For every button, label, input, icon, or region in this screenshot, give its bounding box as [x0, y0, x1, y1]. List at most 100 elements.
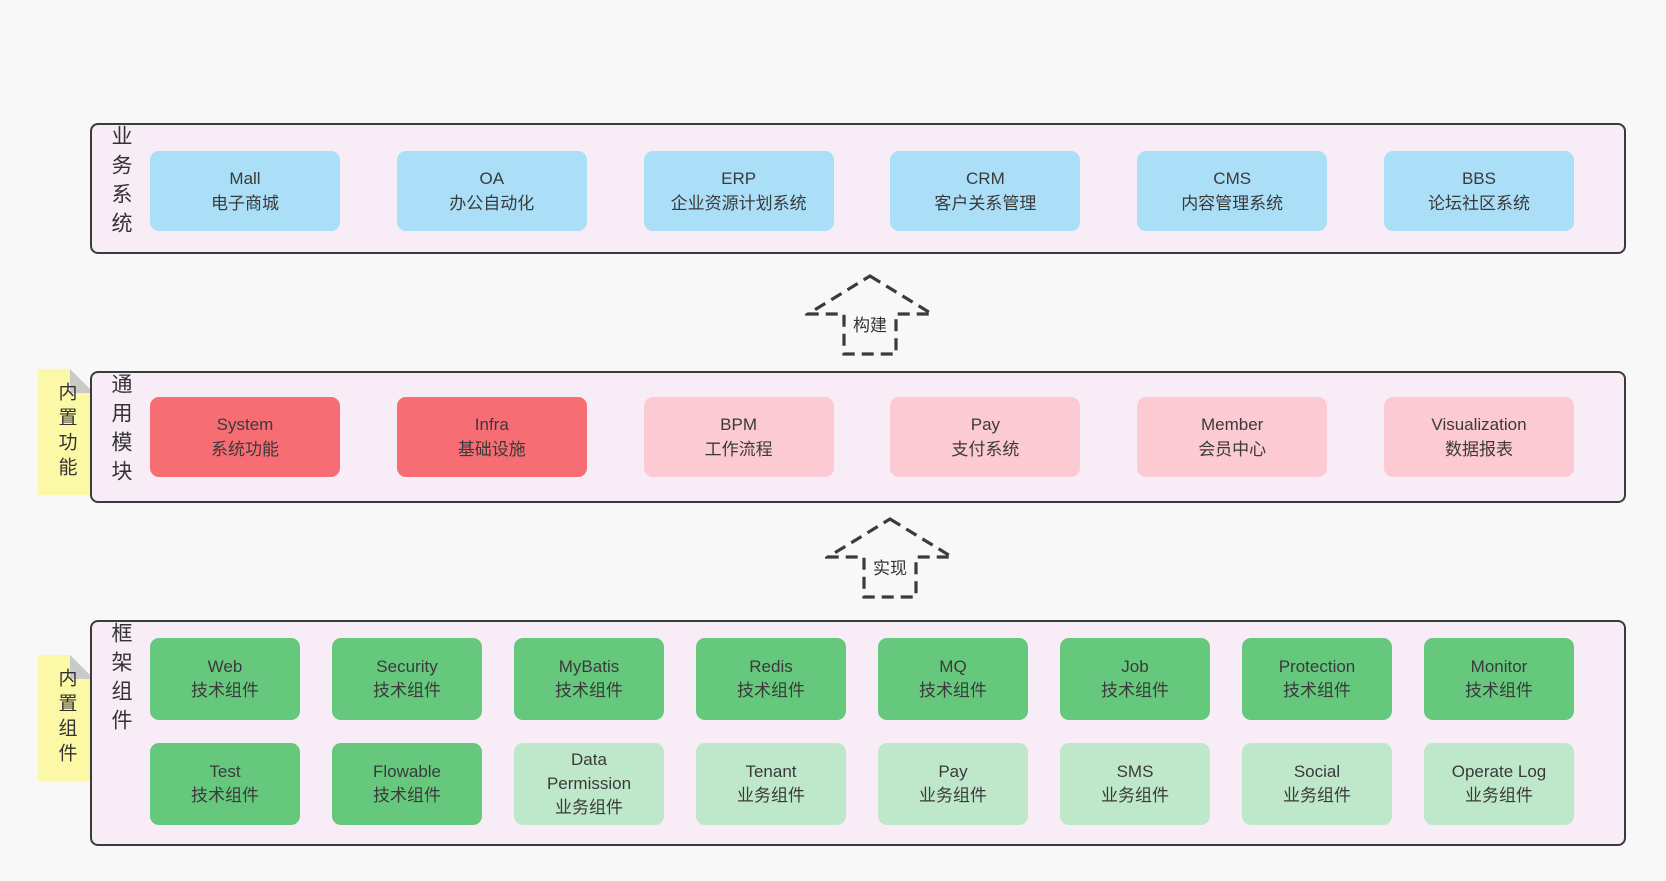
band-label-framework-components: 框架组件 [109, 622, 132, 738]
box-name: OA [479, 169, 505, 188]
dashed-up-arrow-icon [825, 517, 955, 599]
box-desc: 技术组件 [1101, 681, 1169, 700]
box-desc: 技术组件 [1283, 681, 1351, 700]
box-desc: 业务组件 [1283, 786, 1351, 805]
box-name: Operate Log [1451, 762, 1547, 781]
box-name: Job [1121, 657, 1149, 676]
box-desc: 工作流程 [704, 440, 773, 459]
box-cms: CMS 内容管理系统 [1137, 151, 1328, 231]
box-desc: 业务组件 [919, 786, 987, 805]
box-social: Social 业务组件 [1242, 743, 1392, 825]
box-desc: 业务组件 [1101, 786, 1169, 805]
box-redis: Redis 技术组件 [696, 638, 846, 720]
box-name: BBS [1461, 169, 1496, 188]
box-name: Protection [1278, 657, 1356, 676]
box-desc: 技术组件 [373, 681, 441, 700]
band-label-common-modules: 通用模块 [109, 373, 132, 489]
box-name: BPM [720, 415, 758, 434]
band-label-business-systems: 业务系统 [109, 125, 132, 241]
box-name: MyBatis [558, 657, 620, 676]
box-name: Social [1293, 762, 1341, 781]
box-desc: 技术组件 [1465, 681, 1533, 700]
box-desc: 业务组件 [555, 798, 623, 817]
framework-components-row-2: Test 技术组件 Flowable 技术组件 Data Permission … [150, 743, 1574, 825]
box-name: Infra [474, 415, 509, 434]
box-name: Web [207, 657, 243, 676]
arrow-implement: 实现 [825, 516, 955, 600]
box-bpm: BPM 工作流程 [643, 397, 834, 477]
sticky-note-builtin-features: 内置功能 [38, 369, 94, 495]
box-test: Test 技术组件 [150, 743, 300, 825]
box-operate-log: Operate Log 业务组件 [1424, 743, 1574, 825]
box-security: Security 技术组件 [332, 638, 482, 720]
framework-components-row-1: Web 技术组件 Security 技术组件 MyBatis 技术组件 Redi… [150, 638, 1574, 720]
box-desc: 基础设施 [457, 440, 526, 459]
box-oa: OA 办公自动化 [396, 151, 587, 231]
box-job: Job 技术组件 [1060, 638, 1210, 720]
box-desc: 技术组件 [919, 681, 987, 700]
box-sms: SMS 业务组件 [1060, 743, 1210, 825]
box-desc: 内容管理系统 [1181, 194, 1284, 213]
box-desc: 业务组件 [737, 786, 805, 805]
box-name: Visualization [1431, 415, 1527, 434]
box-member: Member 会员中心 [1137, 397, 1328, 477]
box-desc: 系统功能 [211, 440, 279, 459]
sticky-note-shape-icon [38, 369, 94, 495]
box-erp: ERP 企业资源计划系统 [643, 151, 834, 231]
box-name: Monitor [1470, 657, 1528, 676]
box-name: Security [376, 657, 438, 676]
box-mybatis: MyBatis 技术组件 [514, 638, 664, 720]
box-name: Tenant [745, 762, 797, 781]
box-desc: 企业资源计划系统 [670, 194, 807, 213]
sticky-note-text: 内置组件 [55, 668, 77, 768]
box-name: CMS [1213, 169, 1252, 188]
box-name: CRM [966, 169, 1005, 188]
box-desc: 客户关系管理 [934, 194, 1037, 213]
box-tenant: Tenant 业务组件 [696, 743, 846, 825]
box-bbs: BBS 论坛社区系统 [1383, 151, 1574, 231]
box-name: System [216, 415, 274, 434]
box-name: Mall [229, 169, 261, 188]
box-pay-component: Pay 业务组件 [878, 743, 1028, 825]
common-modules-row: System 系统功能 Infra 基础设施 BPM 工作流程 Pay 支付系统… [150, 397, 1574, 477]
box-name: Test [209, 762, 241, 781]
box-data-permission: Data Permission 业务组件 [514, 743, 664, 825]
box-desc: 论坛社区系统 [1427, 194, 1530, 213]
arrow-build: 构建 [805, 273, 935, 357]
box-monitor: Monitor 技术组件 [1424, 638, 1574, 720]
box-flowable: Flowable 技术组件 [332, 743, 482, 825]
box-infra: Infra 基础设施 [396, 397, 587, 477]
box-crm: CRM 客户关系管理 [890, 151, 1081, 231]
box-desc: 技术组件 [191, 681, 259, 700]
box-desc: 技术组件 [191, 786, 259, 805]
box-name: Data Permission [546, 750, 632, 793]
box-mall: Mall 电子商城 [150, 151, 340, 231]
arrow-label-build: 构建 [850, 311, 890, 336]
dashed-up-arrow-icon [805, 274, 935, 356]
box-desc: 技术组件 [737, 681, 805, 700]
box-system: System 系统功能 [150, 397, 340, 477]
box-name: SMS [1116, 762, 1154, 781]
band-framework-components: 框架组件 Web 技术组件 Security 技术组件 MyBatis 技术组件… [90, 620, 1626, 846]
box-name: Pay [938, 762, 968, 781]
box-visualization: Visualization 数据报表 [1383, 397, 1574, 477]
business-systems-row: Mall 电子商城 OA 办公自动化 ERP 企业资源计划系统 CRM 客户关系… [150, 151, 1574, 231]
box-name: Redis [749, 657, 793, 676]
box-desc: 办公自动化 [449, 194, 535, 213]
box-desc: 技术组件 [373, 786, 441, 805]
sticky-note-text: 内置功能 [55, 382, 77, 482]
band-common-modules: 通用模块 System 系统功能 Infra 基础设施 BPM 工作流程 Pay… [90, 371, 1626, 503]
box-web: Web 技术组件 [150, 638, 300, 720]
box-desc: 会员中心 [1198, 440, 1267, 459]
box-desc: 数据报表 [1444, 440, 1513, 459]
sticky-note-shape-icon [38, 655, 94, 781]
box-name: Flowable [372, 762, 442, 781]
box-desc: 业务组件 [1465, 786, 1533, 805]
arrow-label-implement: 实现 [870, 554, 910, 579]
box-name: Pay [970, 415, 1001, 434]
sticky-note-builtin-components: 内置组件 [38, 655, 94, 781]
box-desc: 电子商城 [211, 194, 279, 213]
box-protection: Protection 技术组件 [1242, 638, 1392, 720]
box-desc: 支付系统 [951, 440, 1020, 459]
